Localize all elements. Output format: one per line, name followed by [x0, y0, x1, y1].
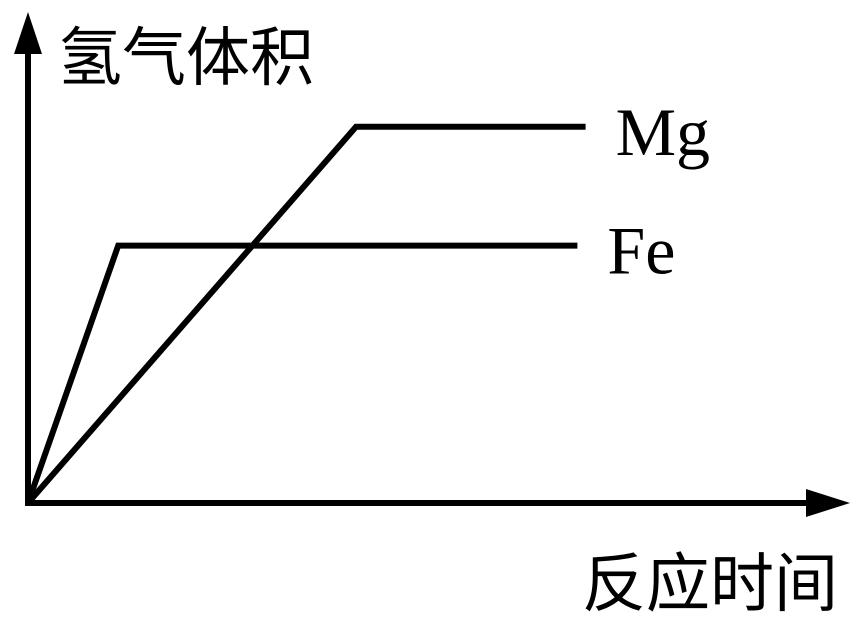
series-label-fe: Fe — [607, 213, 675, 289]
x-axis-arrow-icon — [806, 489, 850, 517]
y-axis-arrow-icon — [14, 12, 42, 54]
series-label-mg: Mg — [616, 94, 710, 170]
series-line-fe — [25, 242, 578, 504]
series-line-mg — [25, 123, 586, 505]
y-axis-title: 氢气体积 — [58, 22, 314, 96]
x-axis-title: 反应时间 — [582, 548, 838, 622]
